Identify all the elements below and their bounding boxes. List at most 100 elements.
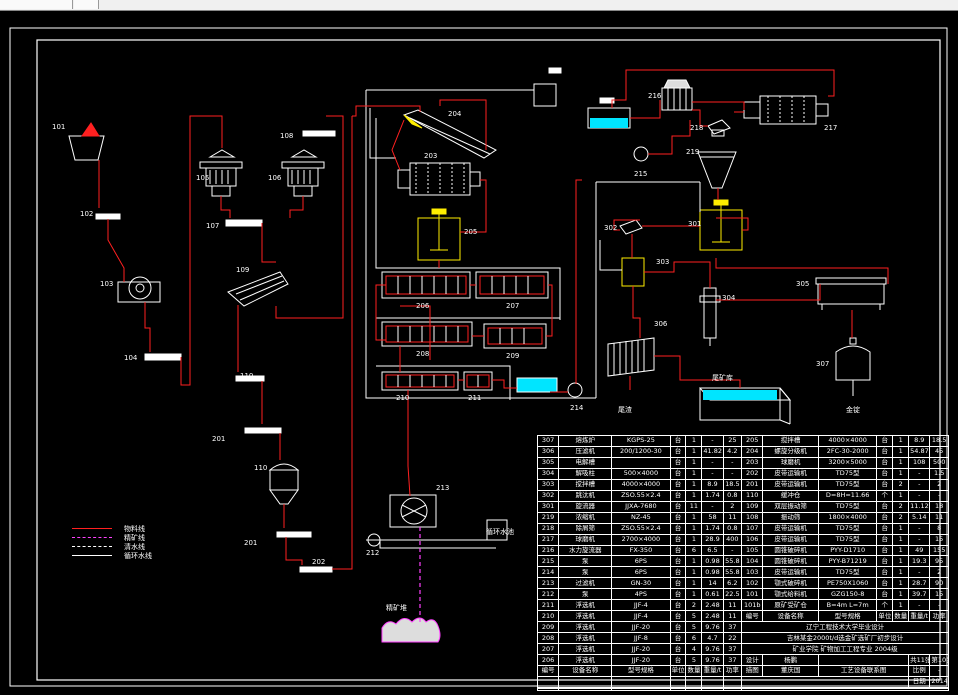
date-label: 日期 bbox=[908, 675, 931, 688]
table-cell: 6.2 bbox=[722, 577, 743, 590]
table-cell: 台 bbox=[669, 577, 687, 590]
pump-214 bbox=[567, 382, 583, 398]
table-cell: 2 bbox=[929, 478, 949, 491]
label-110b: 110 bbox=[254, 464, 267, 472]
table-cell: 1 bbox=[892, 544, 910, 557]
table-cell: 500×4000 bbox=[611, 467, 671, 480]
table-cell: 400 bbox=[722, 533, 743, 546]
table-cell: 14 bbox=[701, 577, 724, 590]
table-cell: 110 bbox=[741, 489, 764, 502]
table-cell: 台 bbox=[669, 456, 687, 469]
label-214: 214 bbox=[570, 404, 584, 412]
table-cell: 218 bbox=[536, 522, 560, 535]
conveyor-110 bbox=[235, 375, 265, 382]
sheet-label: 共11张 bbox=[908, 654, 931, 667]
table-cell: 54.87 bbox=[908, 445, 931, 458]
table-cell: - bbox=[908, 533, 931, 546]
filter-213 bbox=[389, 494, 437, 528]
ore-bin-101 bbox=[68, 135, 105, 161]
table-cell: 缓冲仓 bbox=[762, 489, 819, 502]
table-cell: 214 bbox=[536, 566, 560, 579]
table-cell: 11.12 bbox=[908, 500, 931, 513]
toolbar-tab[interactable] bbox=[0, 0, 73, 9]
label-307: 307 bbox=[816, 360, 829, 368]
table-cell: 1 bbox=[685, 588, 703, 601]
area-labels: 尾矿库 尾渣 金锭 循环水池 精矿堆 bbox=[386, 373, 860, 612]
drawing-title: 工艺设备联系图 bbox=[817, 665, 910, 677]
table-cell: 215 bbox=[536, 555, 560, 568]
table-cell: 216 bbox=[536, 544, 560, 557]
table-cell bbox=[722, 688, 743, 691]
table-cell bbox=[558, 675, 613, 688]
label-108: 108 bbox=[280, 132, 293, 140]
table-cell bbox=[722, 675, 743, 688]
table-cell: 2 bbox=[892, 478, 910, 491]
table-cell: 500 bbox=[929, 456, 949, 469]
table-cell bbox=[701, 675, 724, 688]
label-219: 219 bbox=[686, 148, 699, 156]
table-cell: 4 bbox=[685, 643, 703, 656]
table-cell: 台 bbox=[669, 522, 687, 535]
concentrate-yard-label: 精矿堆 bbox=[386, 603, 407, 612]
table-header-cell: 重量/t bbox=[908, 610, 931, 623]
table-cell: 台 bbox=[669, 533, 687, 546]
table-cell bbox=[669, 688, 687, 691]
table-cell: 39.7 bbox=[908, 588, 931, 601]
table-cell: 重量/t bbox=[701, 665, 724, 677]
toolbar-tab[interactable] bbox=[74, 0, 99, 9]
table-cell: 104 bbox=[741, 555, 764, 568]
table-cell: 22 bbox=[722, 632, 743, 645]
label-304: 304 bbox=[722, 294, 736, 302]
table-cell: 浮选机 bbox=[558, 654, 613, 667]
table-cell: 台 bbox=[669, 654, 687, 667]
conveyor-202 bbox=[299, 566, 333, 573]
label-212: 212 bbox=[366, 549, 379, 557]
label-218: 218 bbox=[690, 124, 703, 132]
ball-mill-217 bbox=[743, 95, 829, 125]
cad-drawing-canvas[interactable]: 101 102 103 104 105 106 107 108 109 110 … bbox=[0, 10, 958, 691]
table-cell: 1 bbox=[685, 467, 703, 480]
table-cell bbox=[536, 686, 560, 690]
table-cell: 1.5 bbox=[929, 467, 949, 480]
conveyor-102 bbox=[95, 213, 121, 220]
table-header-cell: 编号 bbox=[741, 610, 764, 623]
table-cell: 台 bbox=[669, 566, 687, 579]
table-cell: 编号 bbox=[536, 665, 560, 677]
table-cell: 1 bbox=[685, 555, 703, 568]
table-cell: 204 bbox=[741, 445, 764, 458]
table-cell bbox=[536, 675, 560, 688]
table-cell: 台 bbox=[876, 555, 894, 568]
table-cell: PE750X1060 bbox=[817, 577, 878, 590]
label-201b: 201 bbox=[244, 539, 257, 547]
table-cell bbox=[611, 688, 671, 691]
table-cell: TD75型 bbox=[817, 522, 878, 535]
electrolytic-cell-305 bbox=[815, 277, 887, 310]
table-cell: 台 bbox=[669, 500, 687, 513]
table-cell: 208 bbox=[536, 632, 560, 645]
table-cell: - bbox=[929, 489, 949, 502]
legend-label: 精矿线 bbox=[124, 534, 145, 542]
circulating-pool-label: 循环水池 bbox=[486, 527, 514, 536]
table-cell: 9.76 bbox=[701, 643, 724, 656]
label-207: 207 bbox=[506, 302, 519, 310]
hydrocyclone-216 bbox=[661, 79, 693, 111]
table-cell: 2 bbox=[892, 511, 910, 524]
table-cell: 2.48 bbox=[701, 610, 724, 623]
table-cell: 109 bbox=[741, 500, 764, 513]
table-cell: 1 bbox=[685, 511, 703, 524]
table-cell: 台 bbox=[876, 500, 894, 513]
conveyor-201a bbox=[244, 427, 282, 434]
table-cell: 台 bbox=[876, 522, 894, 535]
title-school: 辽宁工程技术大学毕业设计 bbox=[741, 621, 949, 634]
table-cell: 201 bbox=[741, 478, 764, 491]
table-cell: 台 bbox=[876, 588, 894, 601]
water-lines bbox=[365, 89, 700, 549]
legend-label: 清水线 bbox=[124, 543, 145, 551]
label-203: 203 bbox=[424, 152, 437, 160]
label-105: 105 bbox=[196, 174, 209, 182]
table-cell: - bbox=[929, 599, 949, 612]
label-305: 305 bbox=[796, 280, 809, 288]
table-cell: ZSO.55×2.4 bbox=[611, 522, 671, 535]
table-cell: 压滤机 bbox=[558, 445, 613, 458]
